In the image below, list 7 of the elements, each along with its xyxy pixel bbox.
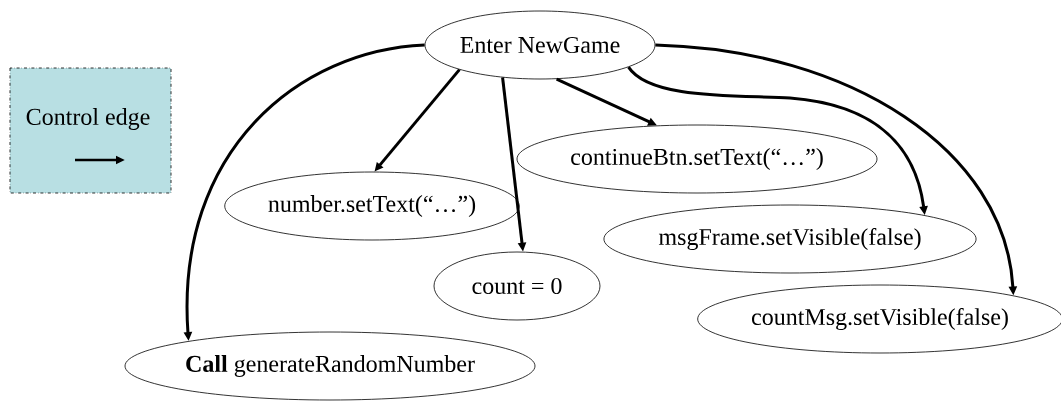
ellipse-node: Call generateRandomNumber [124,331,536,401]
ellipse-node: number.setText(“…”) [224,171,520,241]
ellipse-node: continueBtn.setText(“…”) [516,124,878,194]
ellipse-node: msgFrame.setVisible(false) [603,204,977,274]
ellipse-node: count = 0 [433,251,601,321]
ellipse-node: Enter NewGame [424,10,656,80]
legend-text: Control edge [26,108,150,130]
